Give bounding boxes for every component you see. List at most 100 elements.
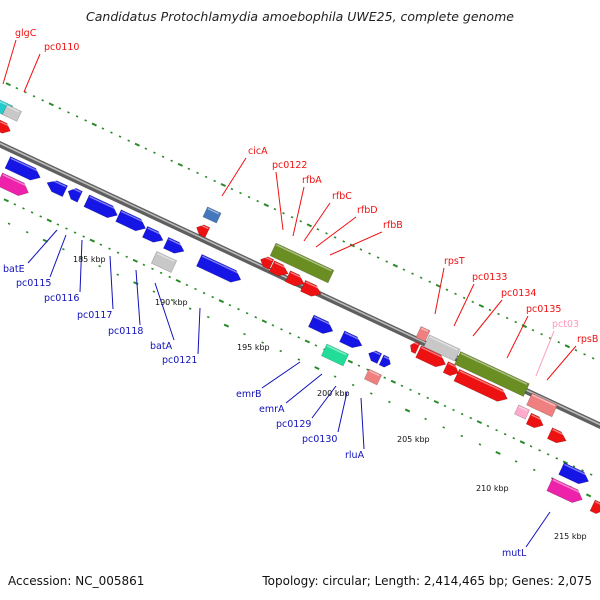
gene-arrow-shape	[196, 224, 211, 238]
gene-arrow	[162, 236, 185, 254]
gene-arrow	[260, 256, 275, 270]
kbp-label: 215 kbp	[554, 532, 587, 541]
gene-arrow-shape	[453, 368, 508, 402]
tick-mark	[581, 469, 584, 472]
kbp-label: 185 kbp	[73, 255, 106, 264]
leader-line	[472, 299, 503, 337]
tick-mark	[512, 437, 516, 440]
gene-block-shape	[514, 404, 530, 420]
tick-mark	[333, 236, 337, 239]
tick-mark	[564, 344, 571, 349]
gene-arrow-shine	[344, 332, 363, 342]
tick-mark	[73, 231, 77, 234]
tick-mark	[366, 368, 369, 371]
gene-arrow-shape	[260, 256, 275, 270]
gene-arrow	[525, 412, 544, 429]
tick-mark	[433, 399, 440, 404]
gene-arrow	[299, 279, 322, 297]
gene-arrow-shape	[67, 187, 83, 203]
gene-block-shape	[454, 351, 530, 397]
gene-arrow	[307, 314, 334, 334]
gene-arrow	[83, 194, 119, 219]
gene-arrow-shape	[307, 314, 334, 334]
gene-block-shine	[368, 370, 380, 377]
gene-label: emrB	[236, 389, 262, 400]
gene-arrow-shape	[299, 279, 322, 297]
tick-mark	[376, 256, 380, 259]
leader-line	[535, 330, 555, 377]
leader-line	[285, 373, 323, 404]
gene-arrow-shape	[589, 499, 600, 515]
gene-block-shape	[202, 206, 222, 224]
tick-mark	[153, 151, 156, 154]
gene-label: batE	[3, 264, 25, 275]
gene-arrow-shape	[546, 427, 567, 444]
gene-block	[320, 343, 350, 367]
gene-label: rfbB	[383, 220, 403, 231]
leader-line	[360, 397, 365, 450]
tick-mark	[342, 240, 346, 243]
tick-mark	[56, 223, 60, 226]
gene-arrow	[0, 172, 30, 197]
leader-line	[311, 385, 337, 419]
tick-mark	[519, 440, 526, 445]
tick-mark	[529, 445, 533, 448]
tick-mark	[245, 312, 249, 315]
gene-arrow	[0, 119, 11, 134]
gene-arrow	[115, 209, 147, 232]
tick-mark	[290, 216, 294, 219]
gene-label: pc0130	[302, 434, 337, 445]
gene-arrow-shine	[147, 227, 164, 236]
tick-mark	[58, 107, 62, 110]
tick-mark	[462, 296, 466, 300]
leader-line	[337, 391, 348, 433]
gene-label: pc0115	[16, 278, 51, 289]
tick-mark	[316, 228, 320, 231]
gene-arrow	[141, 225, 164, 243]
gene-block-shape	[150, 251, 178, 273]
tick-mark	[206, 315, 210, 319]
gene-label: pc0117	[77, 310, 112, 321]
gene-arrow-shine	[595, 501, 600, 507]
gene-block-shape	[423, 334, 461, 362]
gene-arrow	[558, 462, 590, 485]
map-title: Candidatus Protochlamydia amoebophila UW…	[86, 9, 514, 24]
gene-arrow	[589, 499, 600, 515]
tick-mark	[204, 175, 208, 179]
tick-mark	[574, 349, 578, 352]
tick-mark	[32, 95, 36, 98]
tick-mark	[39, 215, 43, 218]
gene-arrow-shape	[115, 209, 147, 232]
gene-arrow-shine	[383, 356, 391, 361]
tick-mark	[314, 344, 318, 347]
gene-label: pc0129	[276, 419, 311, 430]
gene-block	[526, 392, 558, 418]
tick-mark	[304, 339, 311, 344]
tick-mark	[261, 341, 264, 344]
tick-mark	[546, 453, 550, 456]
gene-label: rfbA	[302, 175, 322, 186]
leader-line	[221, 157, 247, 197]
gene-arrow-shine	[168, 238, 185, 247]
tick-mark	[495, 428, 498, 432]
tick-mark	[460, 412, 464, 416]
gene-arrow-shine	[274, 261, 289, 270]
tick-mark	[15, 87, 19, 90]
tick-mark	[254, 316, 258, 319]
leader-line	[135, 269, 141, 326]
tick-mark	[404, 408, 411, 413]
tick-mark	[400, 384, 404, 387]
gene-label: rfbD	[357, 205, 378, 216]
gene-arrow-shape	[284, 270, 305, 287]
tick-mark	[187, 167, 191, 171]
gene-arrow	[46, 178, 69, 198]
gene-block-shine	[518, 406, 528, 412]
tick-mark	[99, 243, 103, 246]
kbp-label: 200 kbp	[317, 389, 350, 398]
gene-arrow	[268, 260, 289, 277]
tick-mark	[256, 199, 260, 203]
gene-arrow-shape	[46, 180, 69, 198]
tick-mark	[89, 238, 95, 243]
kbp-label: 210 kbp	[476, 484, 509, 493]
tick-mark	[263, 203, 269, 208]
